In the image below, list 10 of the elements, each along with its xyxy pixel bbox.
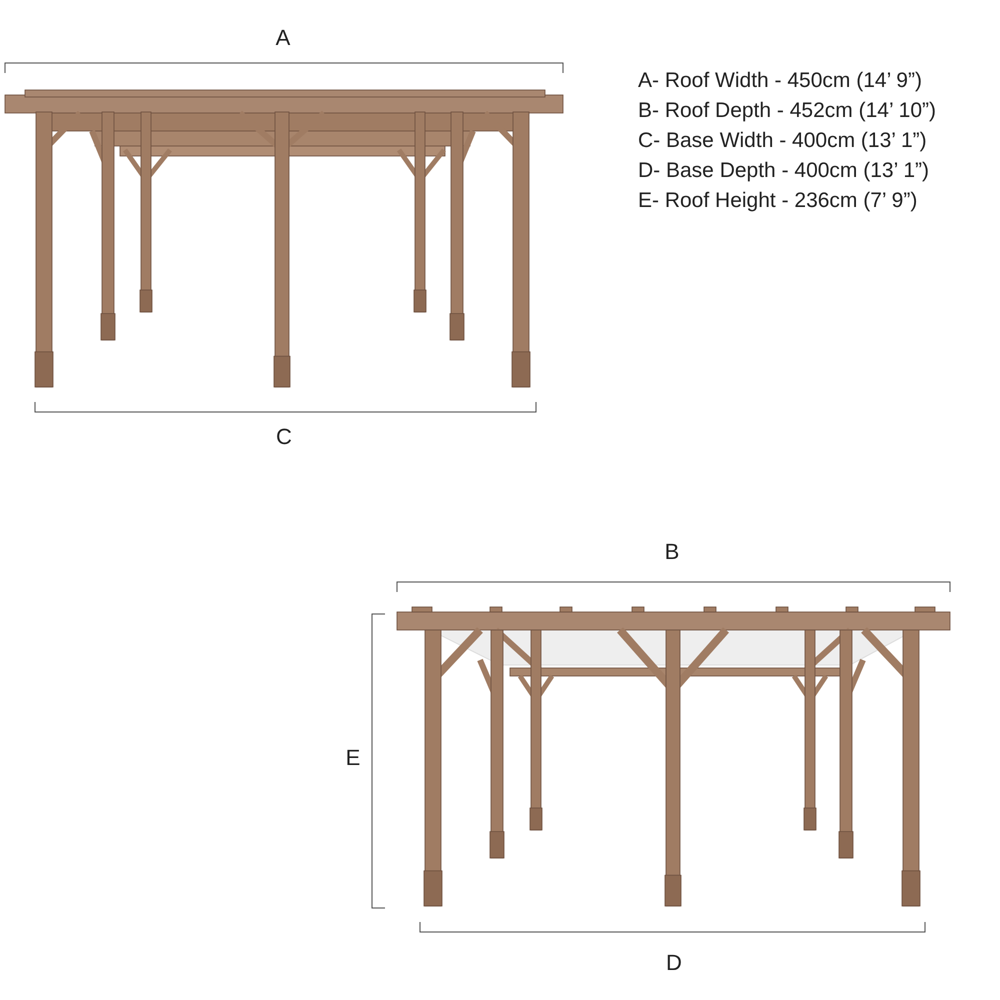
dimension-spec: E- Roof Height - 236cm (7’ 9”) bbox=[638, 190, 918, 210]
dimension-letter: C bbox=[276, 426, 292, 448]
dimension-spec: B- Roof Depth - 452cm (14’ 10”) bbox=[638, 100, 936, 120]
dimension-letter: D bbox=[666, 952, 682, 974]
dimension-letter: E bbox=[346, 747, 360, 769]
dimension-spec: D- Base Depth - 400cm (13’ 1”) bbox=[638, 160, 929, 180]
dimension-letter: A bbox=[276, 27, 290, 49]
dimension-spec: C- Base Width - 400cm (13’ 1”) bbox=[638, 130, 927, 150]
dimension-spec: A- Roof Width - 450cm (14’ 9”) bbox=[638, 70, 922, 90]
dimension-letter: B bbox=[664, 541, 680, 563]
